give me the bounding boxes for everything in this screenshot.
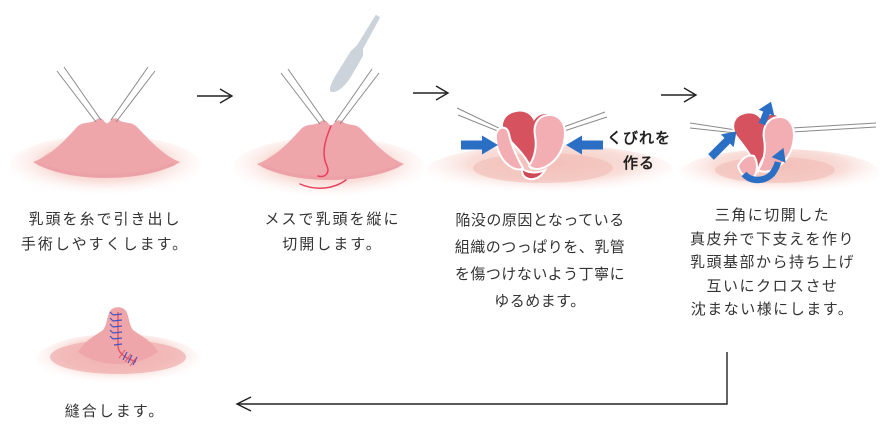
illustration-step-5 — [36, 307, 200, 386]
caption-step-5: 縫合します。 — [40, 399, 190, 424]
caption-line: ゆるめます。 — [494, 293, 586, 310]
caption-line: 手術しやすくします。 — [20, 236, 190, 253]
nipple-mound — [257, 120, 404, 180]
suture-stitches-blue — [109, 311, 138, 366]
lift-arrow-diagonal — [708, 131, 737, 160]
traction-threads — [689, 122, 877, 134]
traction-threads — [456, 107, 608, 135]
caption-line: 沈まない様にします。 — [690, 301, 855, 318]
inner-tissue-drop — [519, 165, 548, 181]
caption-line: 三角に切開した — [714, 207, 831, 224]
flow-arrow-3 — [661, 87, 698, 103]
incision-line — [299, 125, 347, 189]
lift-arrow-top — [758, 101, 775, 126]
flow-arrow-return — [235, 352, 728, 412]
left-flap — [494, 126, 525, 171]
caption-line: 陥没の原因となっている — [455, 212, 625, 229]
traction-threads — [56, 66, 156, 123]
inward-arrow-right — [566, 135, 603, 155]
mound-shadow — [261, 164, 400, 180]
caption-line: 組織のつっぱりを、乳管 — [454, 239, 626, 256]
lift-arrow-curved-head — [771, 147, 786, 163]
right-flap — [527, 113, 567, 170]
flow-arrow-1 — [197, 88, 234, 104]
suture-stitches-red — [118, 349, 137, 367]
caption-step-1: 乳頭を糸で引き出し 手術しやすくします。 — [5, 207, 205, 257]
crossed-tissue — [732, 111, 796, 179]
annotation-line: くびれを — [606, 130, 671, 147]
caption-line: 乳頭基部から持ち上げ — [689, 254, 855, 271]
caption-line: メスで乳頭を縦に — [264, 211, 401, 228]
nipple-mound — [33, 118, 180, 178]
caption-step-4: 三角に切開した 真皮弁で下支えを作り 乳頭基部から持ち上げ 互いにクロスさせ 沈… — [665, 204, 880, 322]
traction-threads — [280, 68, 380, 125]
caption-line: 互いにクロスさせ — [706, 277, 839, 295]
caption-step-3: 陥没の原因となっている 組織のつっぱりを、乳管 を傷つけないよう丁寧に ゆるめま… — [428, 207, 652, 315]
annotation-line: 作る — [622, 155, 655, 172]
scalpel-icon — [329, 14, 381, 93]
illustration-step-1 — [9, 66, 201, 197]
inward-arrow-left — [461, 135, 498, 155]
caption-line: 切開します。 — [282, 236, 383, 253]
illustration-step-2 — [233, 14, 425, 199]
annotation-create-waist: くびれを 作る — [600, 126, 678, 176]
illustration-step-3 — [426, 107, 674, 197]
caption-step-2: メスで乳頭を縦に 切開します。 — [235, 207, 430, 257]
opened-tissue — [494, 109, 567, 181]
caption-line: を傷つけないよう丁寧に — [454, 266, 626, 283]
caption-line: 乳頭を糸で引き出し — [28, 211, 182, 228]
mound-shadow — [37, 162, 176, 178]
caption-line: 縫合します。 — [64, 403, 166, 420]
lift-arrow-curved-shaft — [741, 161, 782, 184]
caption-line: 真皮弁で下支えを作り — [689, 230, 855, 248]
suture-line — [117, 312, 137, 363]
flow-arrow-2 — [413, 85, 450, 101]
illustration-step-4 — [680, 101, 880, 197]
